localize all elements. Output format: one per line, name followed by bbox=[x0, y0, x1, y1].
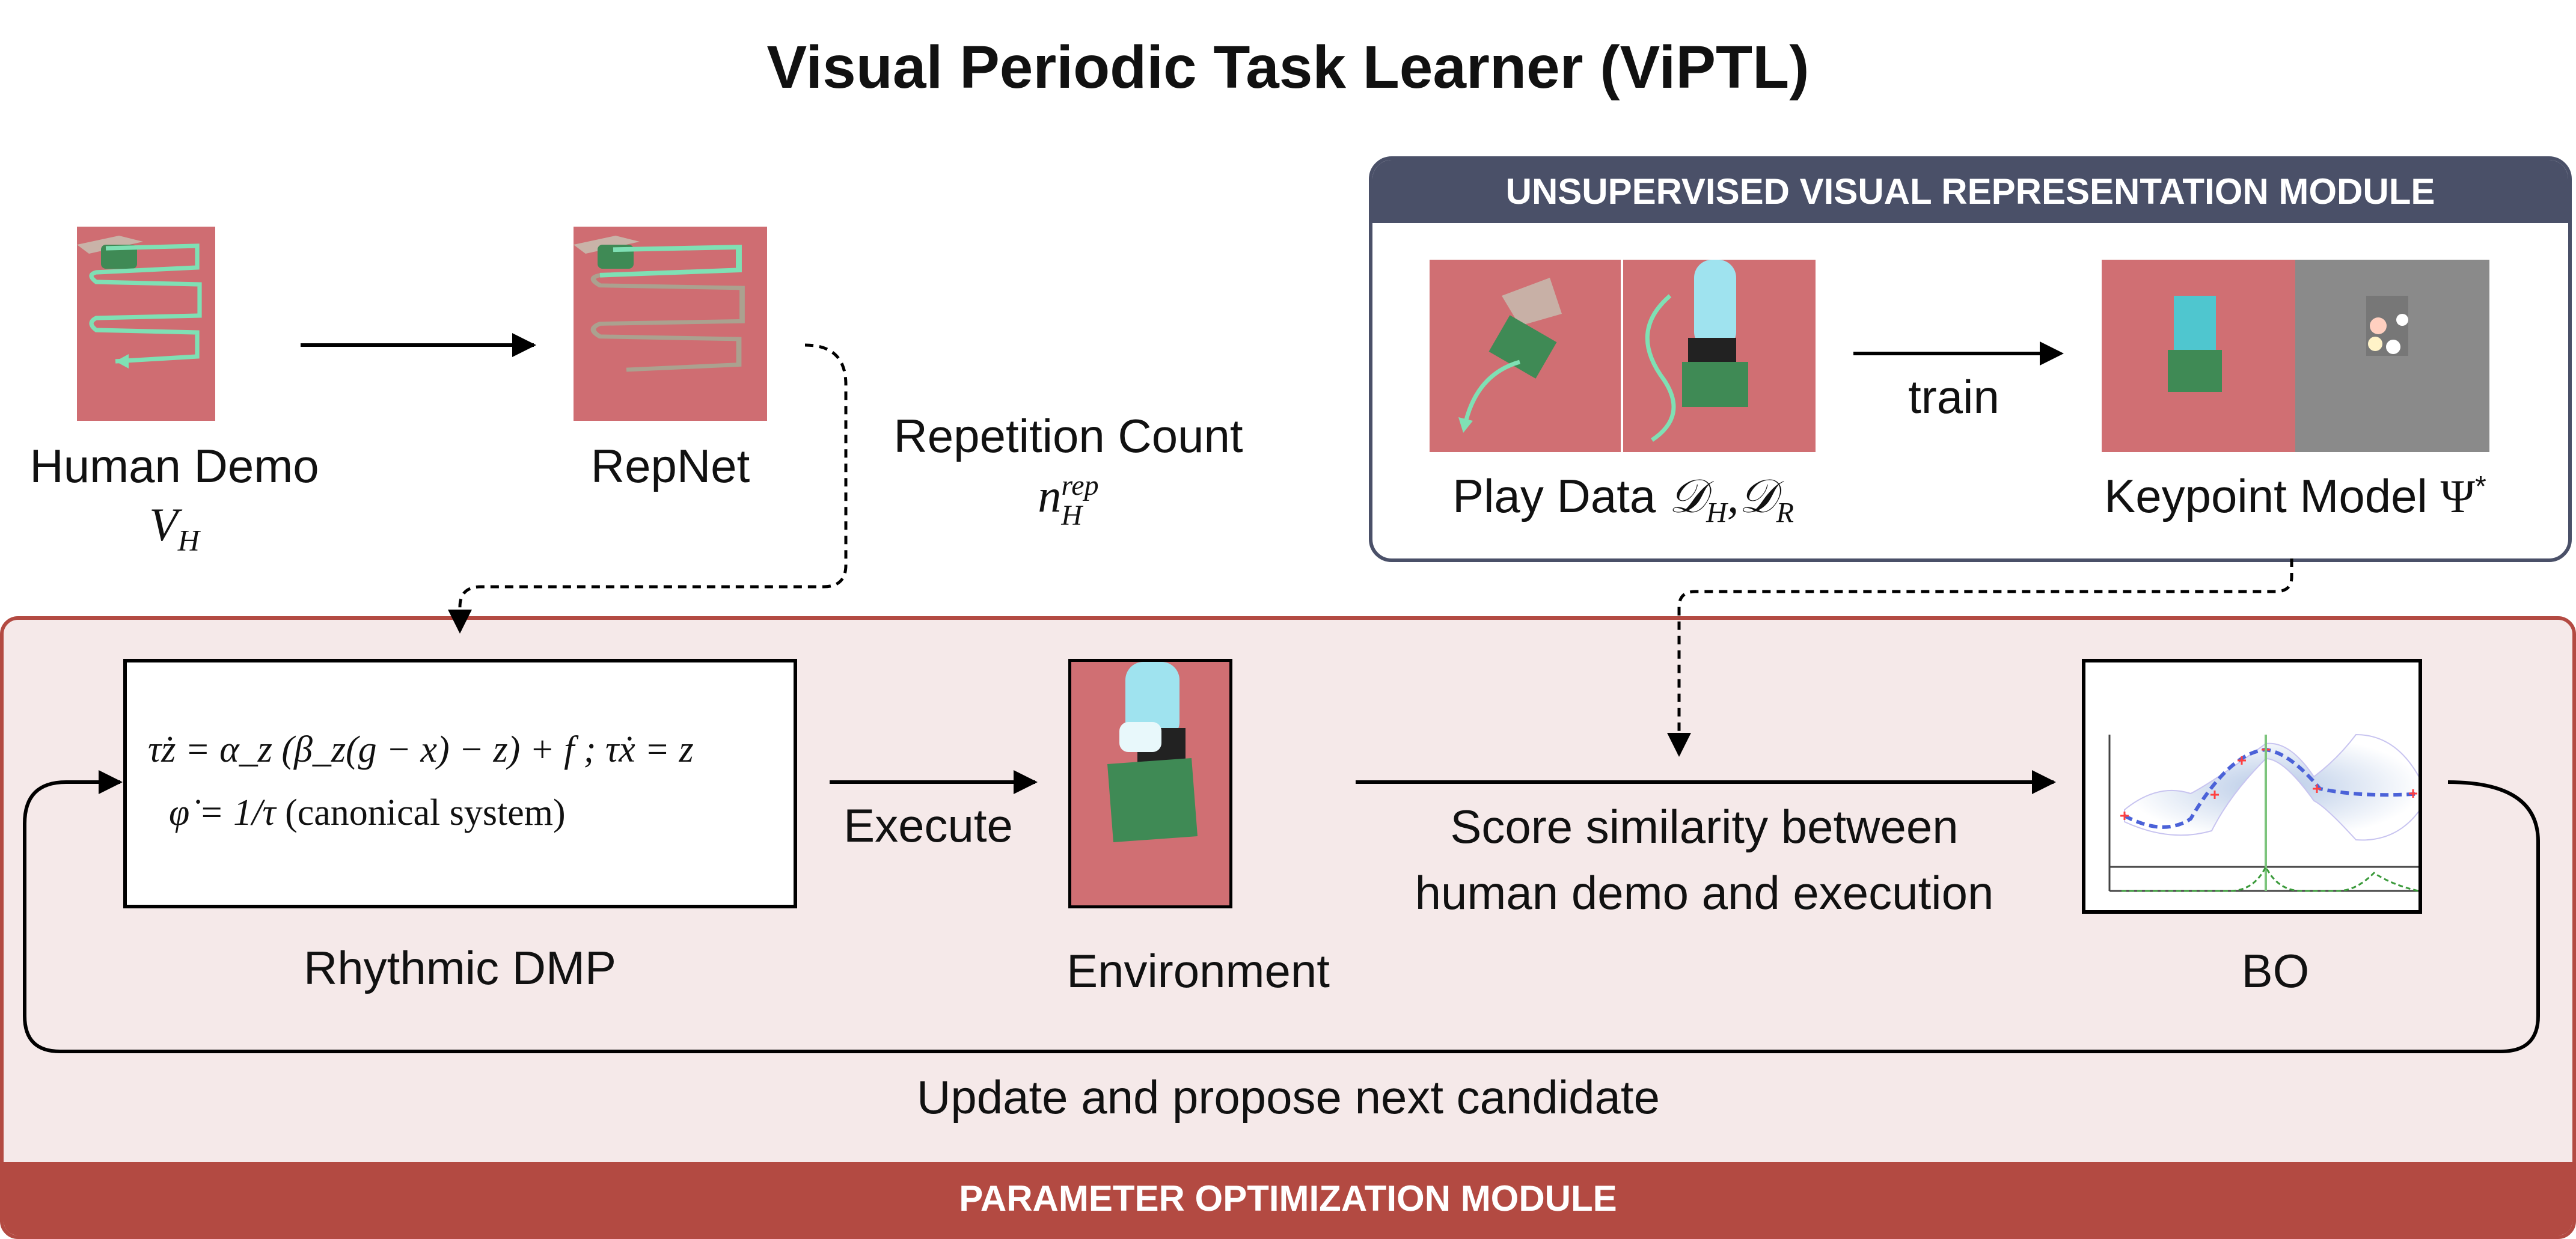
train-arrow-head bbox=[2040, 341, 2064, 366]
keypoint-model-label: Keypoint Model Ψ* bbox=[2104, 469, 2486, 524]
diagram-title: Visual Periodic Task Learner (ViPTL) bbox=[766, 34, 1810, 101]
keypoint-model-images bbox=[2102, 260, 2489, 452]
environment-image bbox=[1068, 659, 1232, 908]
bo-plot-box bbox=[2082, 659, 2423, 914]
eq2-lhs: φ̇ = 1/τ bbox=[169, 792, 276, 833]
sep: , bbox=[1727, 470, 1739, 522]
dmp-equation-2: φ̇ = 1/τ (canonical system) bbox=[169, 792, 566, 834]
repnet-image bbox=[574, 227, 767, 421]
sub-h: H bbox=[1706, 497, 1727, 529]
bo-label: BO bbox=[2241, 944, 2310, 997]
human-demo-label: Human Demo bbox=[29, 439, 319, 492]
repnet-to-dmp-dashed-arrow bbox=[448, 343, 848, 634]
execute-label: Execute bbox=[843, 799, 1013, 852]
keypoint-text: Keypoint Model bbox=[2104, 470, 2428, 522]
symbol-v: V bbox=[149, 498, 178, 551]
score-label-line1: Score similarity between bbox=[1450, 800, 1959, 853]
symbol-n: n bbox=[1038, 470, 1062, 522]
repnet-label: RepNet bbox=[590, 439, 750, 492]
play-data-symbols: 𝒟H,𝒟R bbox=[1668, 470, 1794, 529]
psi-symbol: Ψ bbox=[2440, 470, 2476, 522]
repetition-count-label: Repetition Count bbox=[893, 409, 1243, 462]
module-header: UNSUPERVISED VISUAL REPRESENTATION MODUL… bbox=[1372, 160, 2568, 223]
play-data-label: Play Data 𝒟H,𝒟R bbox=[1452, 469, 1794, 530]
feedback-loop-arrow bbox=[23, 770, 2540, 1053]
symbol-sub: H bbox=[1061, 500, 1083, 532]
symbol-sub: H bbox=[177, 523, 200, 557]
sym-d: 𝒟 bbox=[1739, 470, 1776, 522]
train-label: train bbox=[1908, 370, 1999, 423]
module-footer: PARAMETER OPTIMIZATION MODULE bbox=[4, 1162, 2572, 1235]
dmp-equation-1: τż = α_z (β_z(g − x) − z) + f ; τẋ = z bbox=[148, 729, 694, 770]
train-arrow bbox=[1853, 352, 2040, 355]
play-data-images bbox=[1430, 260, 1816, 452]
human-demo-image bbox=[77, 227, 215, 421]
update-label: Update and propose next candidate bbox=[917, 1071, 1660, 1124]
sub-r: R bbox=[1776, 497, 1794, 529]
keypoint-to-score-dashed-arrow bbox=[1667, 558, 2293, 757]
score-label-line2: human demo and execution bbox=[1415, 866, 1994, 919]
environment-label: Environment bbox=[1066, 944, 1330, 997]
dmp-equation-box: τż = α_z (β_z(g − x) − z) + f ; τẋ = z φ… bbox=[123, 659, 797, 908]
eq2-rhs: (canonical system) bbox=[285, 792, 566, 833]
human-demo-symbol: VH bbox=[149, 498, 200, 558]
play-data-text: Play Data bbox=[1452, 470, 1656, 522]
sym-d: 𝒟 bbox=[1668, 470, 1707, 522]
rhythmic-dmp-label: Rhythmic DMP bbox=[303, 941, 617, 994]
star-sup: * bbox=[2475, 471, 2486, 503]
symbol-sup: rep bbox=[1061, 470, 1099, 502]
